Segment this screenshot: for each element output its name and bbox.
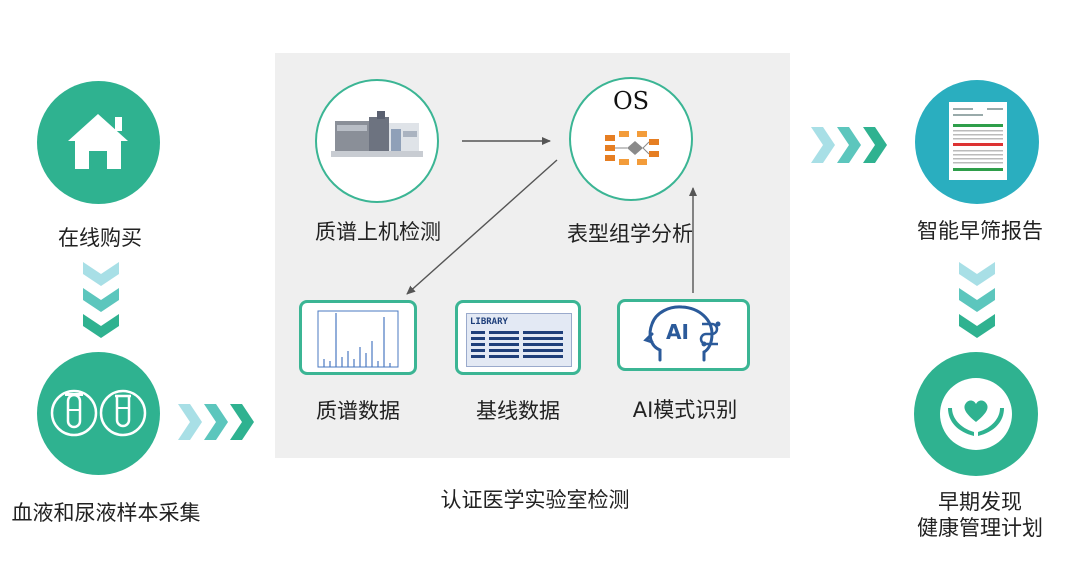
phenotype-analysis-label: 表型组学分析 [567,222,693,246]
online-purchase-label: 在线购买 [58,226,142,250]
ai-text-icon: AI [666,320,689,344]
smart-report-label: 智能早筛报告 [917,219,1043,243]
sample-collection-label: 血液和尿液样本采集 [11,501,201,525]
ai-recognition-node: AI [617,299,750,371]
smart-report-node [915,80,1039,204]
library-rows-icon [471,331,563,358]
sample-collection-node [37,352,160,475]
mass-spectrometer-icon [331,111,423,157]
down-chevrons-right [959,262,995,338]
baseline-data-node: LIBRARY [455,300,581,375]
heart-hands-icon [940,378,1012,450]
test-tubes-icon [50,389,147,437]
ai-recognition-label: AI模式识别 [632,398,738,422]
health-plan-label: 健康管理计划 [917,516,1043,540]
circuit-icon [699,321,721,347]
ms-detection-node [315,79,439,203]
lab-label: 认证医学实验室检测 [440,488,630,512]
home-icon [68,114,128,169]
report-document-icon [949,102,1007,180]
ms-data-label: 质谱数据 [316,399,400,423]
library-panel: LIBRARY [466,313,572,367]
right-chevrons-to-report [811,127,887,163]
spectrum-chart-icon [317,310,399,368]
baseline-data-label: 基线数据 [476,399,560,423]
down-chevrons-left [83,262,119,338]
ms-data-node [299,300,417,375]
ms-detection-label: 质谱上机检测 [315,220,441,244]
online-purchase-node [37,81,160,204]
early-detection-label: 早期发现 [938,490,1022,514]
phenotype-analysis-node: OS [569,77,693,201]
library-title: LIBRARY [470,317,508,327]
health-plan-node [914,352,1038,476]
arrow-phenotype-to-msdata [406,159,558,295]
right-chevrons-to-lab [178,404,254,440]
network-icon [605,131,659,165]
os-title: OS [613,87,650,115]
